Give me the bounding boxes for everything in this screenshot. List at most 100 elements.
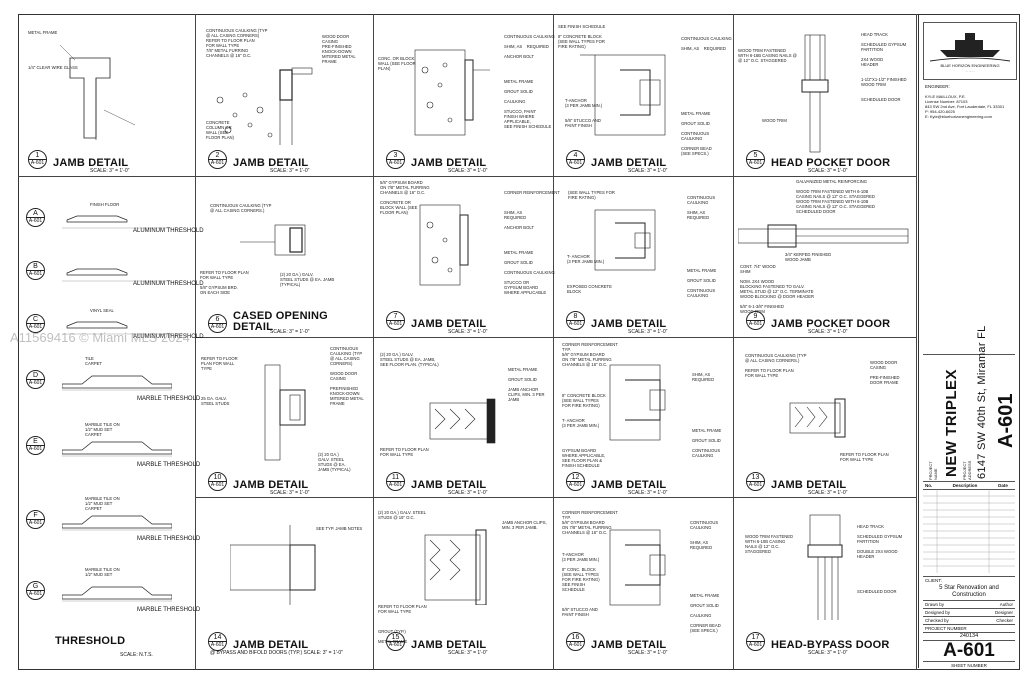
detail-13-drawing: [789, 398, 846, 438]
detail-13-notes-a: CONTINUOUS CAULKING (TYP @ ALL CASING CO…: [745, 353, 807, 378]
detail-12-notes-a: CORNER REINFORCEMENT TYP. 5/8" GYPSUM BO…: [562, 342, 618, 367]
project-name: NEW TRIPLEX: [943, 368, 960, 477]
drawn-by: Author: [999, 602, 1013, 607]
detail-2-notes-a: CONTINUOUS CAULKING (TYP @ ALL CASING CO…: [206, 28, 268, 58]
detail-scale: SCALE: 3" = 1'-0": [808, 490, 848, 496]
detail-sheet-ref: A-601: [568, 160, 583, 166]
detail-number: 1: [29, 152, 46, 160]
grid-line: [195, 176, 916, 177]
detail-title: JAMB DETAIL: [591, 639, 667, 651]
threshold-profile: [62, 268, 172, 282]
threshold-profile: [62, 586, 172, 602]
detail-6-notes-a: CONTINUOUS CAULKING (TYP @ ALL CASING CO…: [210, 203, 272, 213]
detail-4-notes-c: T-ANCHOR (3 PER JAMB MIN.) 5/8" STUCCO A…: [565, 98, 603, 128]
rev-col-no: No.: [925, 482, 933, 488]
project-number-label: PROJECT NUMBER: [923, 624, 1015, 632]
detail-16-notes-a: CORNER REINFORCEMENT TYP. 5/8" GYPSUM BO…: [562, 510, 618, 535]
detail-12-notes-d: METAL FRAME GROUT SOLID CONTINUOUS CAULK…: [692, 428, 722, 458]
detail-scale: SCALE: 3" = 1'-0": [448, 650, 488, 656]
detail-1-drawing: [59, 44, 136, 140]
detail-title: JAMB DETAIL: [233, 479, 309, 491]
detail-2-notes-b: WOOD DOOR CASING PRE-FINISHED KNOCK-DOWN…: [322, 34, 356, 64]
detail-7-drawing: [419, 204, 469, 286]
detail-scale: SCALE: 3" = 1'-0": [808, 329, 848, 335]
detail-scale: SCALE: 3" = 1'-0": [448, 329, 488, 335]
detail-sheet-ref: A-601: [210, 160, 225, 166]
threshold-profile: [62, 515, 172, 531]
detail-sheet-ref: A-601: [388, 160, 403, 166]
detail-7-notes-b: CORNER REINFORCEMENT SHIM, AS REQUIRED A…: [504, 190, 560, 295]
detail-5-notes-b: HEAD TRACK SCHEDULED GYPSUM PARTITION 2X…: [861, 32, 907, 102]
detail-number: 5: [747, 152, 764, 160]
detail-scale: SCALE: 3" = 1'-0": [270, 329, 310, 335]
threshold-note: MARBLE TILE ON 1/2" MUD SET: [85, 567, 120, 577]
threshold-label: ALUMINUM THRESHOLD: [133, 334, 204, 340]
grid-line: [916, 14, 917, 670]
engineer-label: ENGINEER:: [925, 84, 950, 89]
client-name: 5 Star Renovation and Construction: [939, 584, 999, 598]
detail-scale: SCALE: 3" = 1'-0": [448, 490, 488, 496]
grid-line: [195, 14, 196, 670]
threshold-sheet-ref: A-601: [28, 380, 43, 386]
detail-9-notes-c: CONT. 7/4" WOOD SHIM NOM. 2X4 WOOD BLOCK…: [740, 264, 815, 314]
grid-line: [373, 14, 374, 670]
threshold-note: FINISH FLOOR: [90, 202, 120, 207]
threshold-scale: SCALE: N.T.S.: [120, 652, 153, 658]
detail-scale: SCALE: 3" = 1'-0": [448, 168, 488, 174]
detail-sheet-ref: A-601: [748, 160, 763, 166]
sheet-number: A-601: [943, 640, 995, 661]
detail-8-notes-c: T- ANCHOR (3 PER JAMB MIN.) EXPOSED CONC…: [567, 254, 612, 294]
detail-number: 9: [747, 313, 764, 321]
detail-title: JAMB DETAIL: [233, 639, 309, 651]
threshold-label: MARBLE THRESHOLD: [137, 396, 201, 402]
detail-4-notes-a: SEE FINISH SCHEDULE 8" CONCRETE BLOCK (S…: [558, 24, 606, 49]
detail-11-notes-b: METAL FRAME GROUT SOLID JAMB ANCHOR CLIP…: [508, 367, 545, 402]
firm-info: ... ... ...: [965, 69, 975, 73]
threshold-sheet-ref: A-601: [28, 520, 43, 526]
engineer-info: KYLE MAILLOUX, P.E. License Number: 8710…: [925, 94, 1005, 119]
designed-by: Designer: [994, 610, 1013, 615]
detail-number: 13: [747, 474, 764, 482]
detail-sheet-ref: A-601: [388, 642, 403, 648]
detail-title: JAMB DETAIL: [411, 157, 487, 169]
detail-3-notes-b: CONTINUOUS CAULKING SHIM, AS REQUIRED AN…: [504, 34, 555, 129]
detail-number: 3: [387, 152, 404, 160]
detail-scale: SCALE: 3" = 1'-0": [270, 168, 310, 174]
detail-number: 8: [567, 313, 584, 321]
detail-10-notes-a: REFER TO FLOOR PLAN FOR WALL TYPE 25 GA.…: [201, 356, 238, 406]
threshold-sheet-ref: A-601: [28, 591, 43, 597]
detail-sheet-ref: A-601: [748, 482, 763, 488]
sheet-number-vertical: A-601: [995, 393, 1017, 448]
detail-title: JAMB DETAIL: [411, 318, 487, 330]
title-block: BLUE HORIZON ENGINEERING ... ... ... ENG…: [918, 14, 1019, 668]
detail-sheet-ref: A-601: [210, 642, 225, 648]
detail-6-notes-b: REFER TO FLOOR PLAN FOR WALL TYPE 5/8" G…: [200, 270, 249, 295]
threshold-label: ALUMINUM THRESHOLD: [133, 228, 204, 234]
detail-sheet-ref: A-601: [748, 642, 763, 648]
detail-number: 2: [209, 152, 226, 160]
detail-sheet-ref: A-601: [568, 321, 583, 327]
detail-scale: SCALE: 3" = 1'-0": [628, 490, 668, 496]
revision-rows: [923, 489, 1015, 573]
detail-16-notes-c: T-ANCHOR (3 PER JAMB MIN.) 8" CONC. BLOC…: [562, 552, 600, 617]
